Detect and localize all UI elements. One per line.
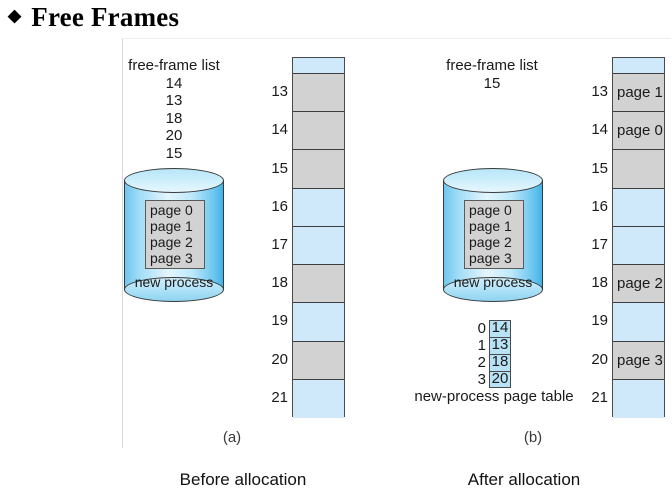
memory-frame-content: page 3 (617, 351, 663, 369)
disk-page-entry: page 0 (150, 202, 193, 218)
memory-frame (613, 303, 664, 342)
memory-frame-number: 21 (591, 388, 608, 406)
free-frame-list-after: free-frame list 15 (446, 57, 538, 92)
free-frame-entry: 15 (483, 74, 501, 92)
page-table-frame-number: 14 (489, 320, 511, 337)
cylinder-bottom-ellipse (443, 277, 543, 302)
free-frame-entry: 15 (165, 144, 183, 162)
page-table-index: 2 (477, 354, 486, 371)
memory-frame-partial (293, 58, 344, 74)
cylinder-top-ellipse (443, 168, 543, 193)
memory-frame: page 3 (613, 341, 664, 380)
memory-frame-content: page 1 (617, 84, 663, 102)
memory-frame (613, 150, 664, 189)
page-table-label: new-process page table (414, 388, 574, 405)
memory-frame-number: 16 (591, 197, 608, 215)
memory-frame-number: 17 (591, 236, 608, 253)
memory-frame (613, 226, 664, 266)
memory-frame-number: 13 (591, 83, 608, 101)
memory-frame-number: 17 (271, 236, 288, 253)
free-frame-entry: 18 (165, 109, 183, 127)
memory-frame-partial (613, 58, 664, 74)
memory-frame-number: 19 (591, 312, 608, 330)
memory-frame (293, 303, 344, 342)
panel-a-sublabel: (a) (222, 429, 242, 446)
page-table-index: 1 (477, 337, 486, 354)
memory-frame-number: 19 (271, 312, 288, 330)
memory-frame: page 1 (613, 74, 664, 113)
disk-page-entry: page 3 (469, 250, 512, 266)
disk-page-entry: page 1 (469, 218, 512, 234)
memory-frame (293, 379, 344, 418)
memory-frame-content: page 2 (617, 275, 663, 293)
diamond-bullet-icon: ◆ (8, 6, 22, 25)
disk-page-entry: page 0 (469, 202, 512, 218)
memory-frame-number: 15 (591, 159, 608, 177)
free-frame-entry: 14 (165, 74, 183, 92)
disk-page-entry: page 2 (469, 234, 512, 250)
memory-frame (293, 265, 344, 304)
memory-frame (293, 226, 344, 266)
cylinder-bottom-ellipse (124, 277, 224, 302)
memory-frame-number: 14 (271, 121, 288, 139)
physical-memory-after: page 1 page 0 page 2 page 3 (612, 57, 665, 418)
page-table-index: 0 (477, 320, 486, 337)
page-table-frame-number: 18 (489, 354, 511, 371)
free-frame-list-heading: free-frame list (446, 57, 538, 74)
page-table-frame-number: 13 (489, 337, 511, 354)
disk-page-entry: page 1 (150, 218, 193, 234)
memory-frame (613, 379, 664, 418)
caption-after-allocation: After allocation (467, 470, 581, 489)
new-process-label: new process (453, 274, 533, 290)
memory-frame (293, 112, 344, 151)
free-frame-list-heading: free-frame list (128, 57, 220, 74)
page-table-index: 3 (477, 371, 486, 388)
memory-frame-number: 21 (271, 388, 288, 406)
memory-frame-number: 20 (591, 350, 608, 368)
page-title: ◆ Free Frames (8, 2, 179, 33)
free-frame-entry: 20 (165, 127, 183, 144)
memory-frame-number: 15 (271, 159, 288, 177)
caption-before-allocation: Before allocation (179, 470, 307, 489)
memory-frame (293, 341, 344, 380)
memory-frame (293, 188, 344, 227)
figure-free-frames (122, 38, 671, 448)
physical-memory-before (292, 57, 345, 418)
memory-frame-content: page 0 (617, 122, 663, 140)
page-title-text: Free Frames (31, 2, 180, 32)
memory-frame (613, 188, 664, 227)
memory-frame-number: 16 (271, 197, 288, 215)
memory-frame-number: 18 (271, 274, 288, 292)
memory-frame (293, 74, 344, 113)
memory-frame: page 2 (613, 265, 664, 304)
memory-frame-number: 18 (591, 274, 608, 292)
memory-frame-number: 13 (271, 83, 288, 101)
panel-b-sublabel: (b) (523, 429, 543, 446)
page-table-frame-number: 20 (489, 371, 511, 388)
new-process-label: new process (134, 274, 214, 290)
disk-page-entry: page 3 (150, 250, 193, 266)
memory-frame-number: 14 (591, 121, 608, 139)
free-frame-entry: 13 (165, 92, 183, 109)
memory-frame: page 0 (613, 112, 664, 151)
disk-page-entry: page 2 (150, 234, 193, 250)
memory-frame-number: 20 (271, 350, 288, 368)
memory-frame (293, 150, 344, 189)
cylinder-top-ellipse (124, 168, 224, 193)
